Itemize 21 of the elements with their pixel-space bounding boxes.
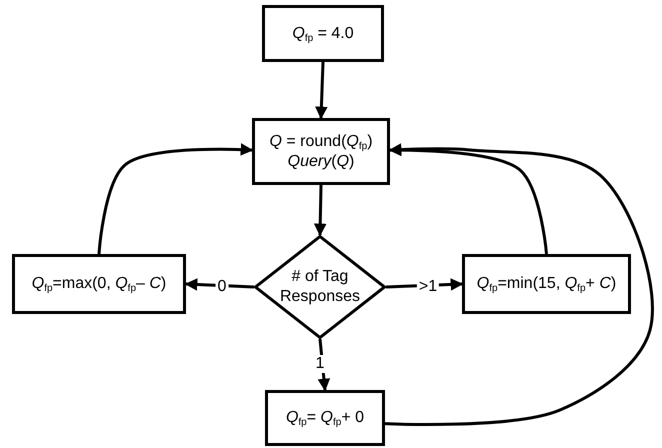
node-text: Q$_{fp}$ = 4.0 [292, 24, 354, 44]
node-text: Q$_{fp}$=max(0, Q$_{fp}$– C) [32, 274, 166, 294]
node-text: Q = round(Q$_{fp}$) [269, 132, 373, 152]
node-text: # of Tag Responses [278, 267, 362, 307]
node-text: Q$_{fp}$=min(15, Q$_{fp}$+ C) [476, 274, 616, 294]
arrow [314, 184, 327, 236]
process-box [462, 254, 631, 314]
node-text: Query(Q) [288, 152, 354, 172]
arrow [315, 62, 328, 120]
process-box [265, 390, 385, 446]
arrow [384, 143, 654, 426]
arrow [318, 338, 330, 392]
arrow [184, 278, 254, 291]
process-box [262, 5, 384, 62]
decision-diamond [254, 235, 386, 339]
process-box [12, 254, 186, 314]
arrow [386, 278, 464, 291]
arrow [98, 143, 254, 254]
node-text: Q$_{fp}$= Q$_{fp}$+ 0 [286, 408, 364, 428]
process-box [252, 118, 390, 185]
edge-label: 1 [314, 355, 326, 373]
